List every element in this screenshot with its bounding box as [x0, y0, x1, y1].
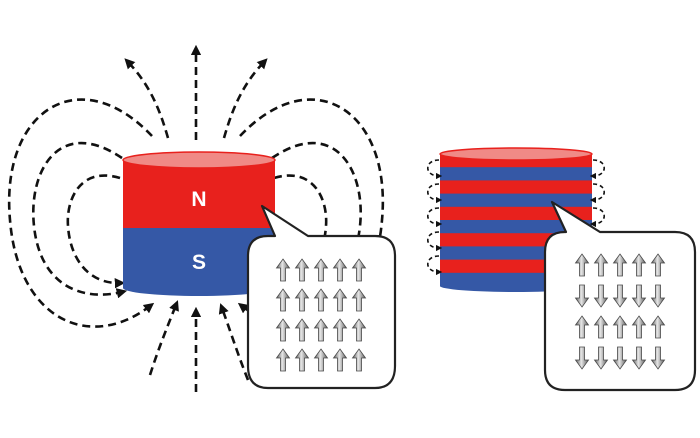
- spin-arrow-up: [275, 288, 291, 312]
- spin-arrow-down: [631, 284, 647, 308]
- side-loop-right-3: [589, 207, 606, 228]
- spin-arrow-up: [332, 288, 348, 312]
- field-line-loop-left-inner: [66, 174, 126, 289]
- bar-magnet: N S: [122, 151, 276, 296]
- magnet-south-label: S: [192, 251, 206, 274]
- side-loop-left-3: [426, 207, 443, 228]
- spin-arrow-down: [612, 346, 628, 370]
- field-line-bottom-left: [148, 300, 179, 376]
- spin-arrow-up: [650, 253, 666, 277]
- spin-arrow-up: [650, 315, 666, 339]
- spin-arrow-up: [351, 348, 367, 372]
- magnet-north-label: N: [191, 188, 206, 211]
- stack-layer-red: [440, 180, 592, 194]
- spin-arrow-down: [574, 284, 590, 308]
- spin-arrow-up: [612, 315, 628, 339]
- spin-arrow-up: [294, 318, 310, 342]
- spin-arrow-up: [275, 348, 291, 372]
- spin-arrow-down: [650, 284, 666, 308]
- field-line-top-right: [222, 58, 268, 139]
- spin-arrow-up: [574, 315, 590, 339]
- spin-arrow-up: [275, 318, 291, 342]
- magnet-top-face: [122, 151, 276, 169]
- spin-arrow-up: [612, 253, 628, 277]
- magnet-south-body: [123, 228, 275, 296]
- spin-grid-right: [574, 253, 666, 370]
- spin-arrow-up: [351, 288, 367, 312]
- spin-arrow-down: [574, 346, 590, 370]
- field-line-loop-left-middle: [31, 141, 128, 299]
- spin-arrow-up: [294, 288, 310, 312]
- spin-arrow-up: [313, 258, 329, 282]
- magnet-north-body: [123, 160, 275, 228]
- spin-arrow-up: [593, 315, 609, 339]
- stack-side-loops: [426, 159, 606, 276]
- spin-grid-left: [275, 258, 367, 372]
- field-line-top-left: [124, 58, 170, 139]
- spin-arrow-up: [332, 348, 348, 372]
- spin-arrow-down: [631, 346, 647, 370]
- spin-arrow-up: [631, 253, 647, 277]
- callout-right: [543, 200, 697, 392]
- side-loop-left-2: [426, 183, 443, 204]
- stack-top-face: [439, 147, 593, 161]
- side-loop-right-2: [589, 183, 606, 204]
- spin-arrow-up: [313, 348, 329, 372]
- side-loop-left-4: [426, 231, 443, 252]
- spin-arrow-down: [612, 284, 628, 308]
- callout-left: [246, 204, 397, 390]
- field-line-loop-left-outer: [7, 98, 155, 328]
- spin-arrow-up: [351, 318, 367, 342]
- spin-arrow-down: [593, 346, 609, 370]
- field-line-bottom-right: [218, 303, 250, 381]
- spin-arrow-up: [332, 318, 348, 342]
- stack-layer-blue: [440, 220, 592, 234]
- spin-arrow-up: [593, 253, 609, 277]
- spin-arrow-up: [574, 253, 590, 277]
- side-loop-left-1: [426, 159, 443, 180]
- side-loop-left-5: [426, 255, 443, 276]
- spin-arrow-up: [631, 315, 647, 339]
- spin-arrow-up: [294, 258, 310, 282]
- spin-arrow-up: [313, 288, 329, 312]
- spin-arrow-down: [593, 284, 609, 308]
- stack-layer-blue: [440, 193, 592, 208]
- spin-arrow-up: [313, 318, 329, 342]
- stack-layer-red: [440, 206, 592, 221]
- spin-arrow-down: [650, 346, 666, 370]
- side-loop-right-1: [589, 159, 606, 180]
- spin-arrow-up: [351, 258, 367, 282]
- spin-arrow-up: [332, 258, 348, 282]
- spin-arrow-up: [275, 258, 291, 282]
- spin-arrow-up: [294, 348, 310, 372]
- stack-layer-blue: [440, 167, 592, 181]
